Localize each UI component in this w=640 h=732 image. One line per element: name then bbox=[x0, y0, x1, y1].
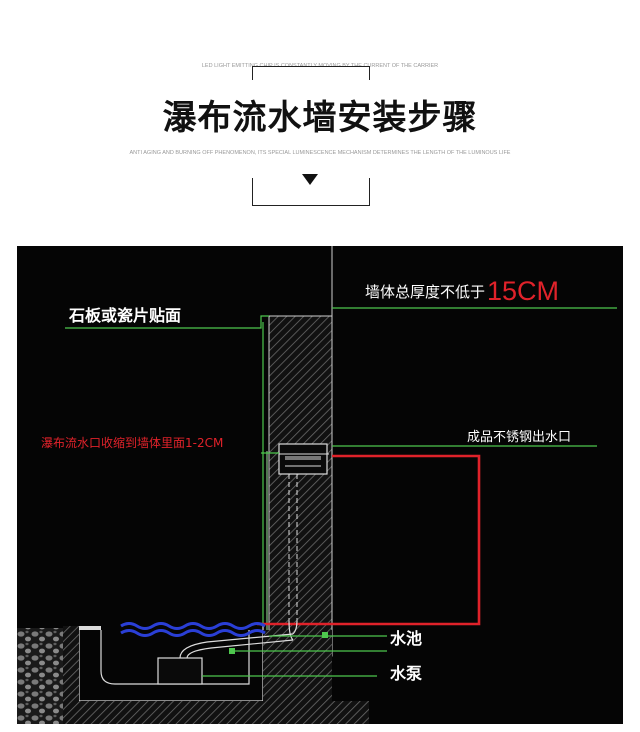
tile-facing-line bbox=[65, 315, 269, 329]
water-curtain bbox=[257, 454, 481, 626]
pool-label: 水池 bbox=[390, 629, 423, 648]
wall-thickness-label: 墙体总厚度不低于15CM bbox=[365, 276, 559, 307]
down-arrow-icon bbox=[302, 174, 318, 185]
outlet-label: 成品不锈钢出水口 bbox=[467, 430, 572, 445]
water-surface bbox=[120, 622, 266, 637]
page-title: 瀑布流水墙安装步骤 bbox=[162, 98, 478, 138]
installation-diagram: 墙体总厚度不低于15CM 石板或瓷片贴面 瀑布流水口收缩到墙体里面1-2CM 成… bbox=[17, 246, 623, 724]
stone-tile-label: 石板或瓷片贴面 bbox=[69, 306, 182, 325]
header-subtitle-bottom: ANTI AGING AND BURNING OFF PHENOMENON, I… bbox=[129, 150, 511, 156]
wall-body bbox=[268, 315, 333, 657]
wall-thickness-prefix: 墙体总厚度不低于 bbox=[365, 283, 486, 301]
wall-thickness-value: 15CM bbox=[487, 276, 560, 306]
outlet-recess-label: 瀑布流水口收缩到墙体里面1-2CM bbox=[41, 436, 224, 450]
pump-label: 水泵 bbox=[390, 664, 423, 683]
water-pump bbox=[157, 657, 203, 685]
diagram-drawing bbox=[17, 246, 617, 724]
